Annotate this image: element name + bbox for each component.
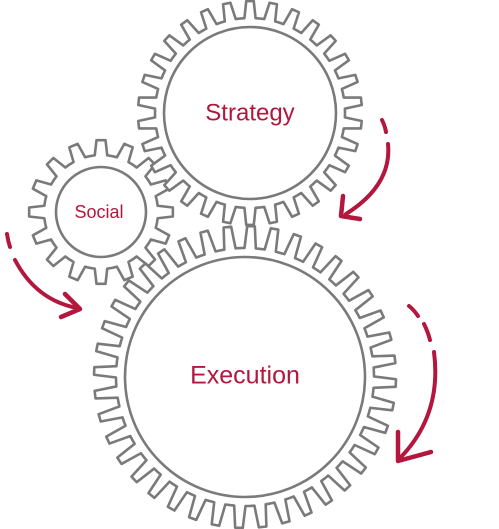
arrow-bottom-right-dash	[407, 304, 420, 318]
arrow-top-right-head	[338, 193, 363, 222]
gear-execution-label: Execution	[190, 362, 300, 390]
arrow-left	[5, 232, 83, 320]
arrow-bottom-right-dash-2	[422, 322, 432, 342]
arrow-bottom-right	[395, 304, 438, 464]
arrow-left-head	[58, 291, 83, 320]
gear-social-label: Social	[74, 202, 123, 222]
arrow-bottom-right-head	[395, 429, 434, 464]
arrow-top-right-dash	[380, 118, 388, 134]
gear-social-hub	[54, 165, 148, 259]
arrow-bottom-right-curve	[399, 350, 438, 459]
gear-execution-hub	[123, 255, 367, 499]
arrow-left-curve	[13, 258, 79, 310]
gear-execution: Execution	[92, 224, 398, 529]
arrow-left-dash	[5, 232, 12, 249]
gear-strategy-hub	[162, 25, 338, 201]
gear-social: Social	[27, 138, 175, 286]
arrow-top-right-curve	[344, 142, 391, 216]
gear-strategy-label: Strategy	[205, 99, 294, 126]
gear-strategy: Strategy	[136, 0, 364, 227]
arrow-top-right	[338, 118, 391, 222]
